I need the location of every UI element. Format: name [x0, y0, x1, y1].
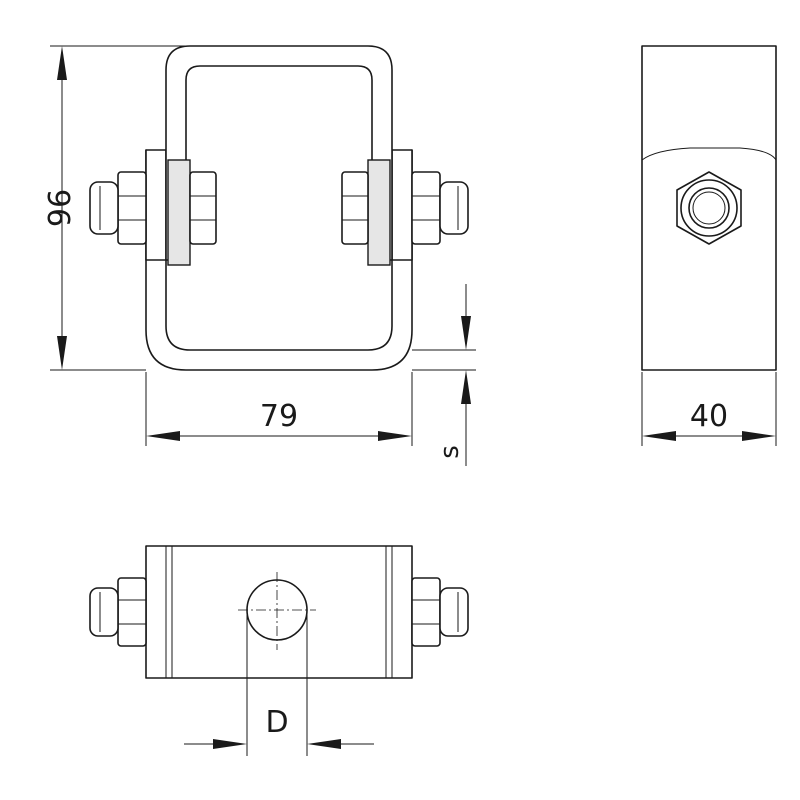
top-nut-left: [89, 577, 147, 647]
thread-end-right: [439, 181, 469, 235]
outer-nut-left: [117, 171, 147, 245]
dimension-width: 79: [145, 372, 413, 446]
dimension-depth: 40: [641, 372, 777, 446]
right-side-plate: [391, 149, 413, 261]
diameter-label: D: [265, 705, 288, 740]
dimension-thickness: s: [412, 284, 476, 466]
left-side-plate: [145, 149, 167, 261]
right-clamp-jaw: [367, 159, 391, 266]
outer-nut-right: [411, 171, 441, 245]
top-nut-right: [411, 577, 469, 647]
dimension-diameter: D: [184, 612, 374, 756]
depth-label: 40: [690, 399, 728, 434]
bracket-outer: [145, 149, 413, 371]
front-view: [89, 45, 469, 371]
width-label: 79: [260, 399, 298, 434]
side-thread-end: [688, 187, 730, 229]
side-plate-edge: [641, 147, 777, 161]
thread-end-left: [89, 181, 119, 235]
thickness-label: s: [435, 445, 465, 459]
inner-nut-right: [341, 171, 369, 245]
height-label: 96: [40, 189, 75, 227]
dimension-height: 96: [40, 45, 190, 371]
side-view: [641, 45, 777, 371]
bracket-inner: [165, 151, 393, 351]
left-clamp-jaw: [167, 159, 191, 266]
inner-nut-left: [189, 171, 217, 245]
top-view: [89, 545, 469, 679]
